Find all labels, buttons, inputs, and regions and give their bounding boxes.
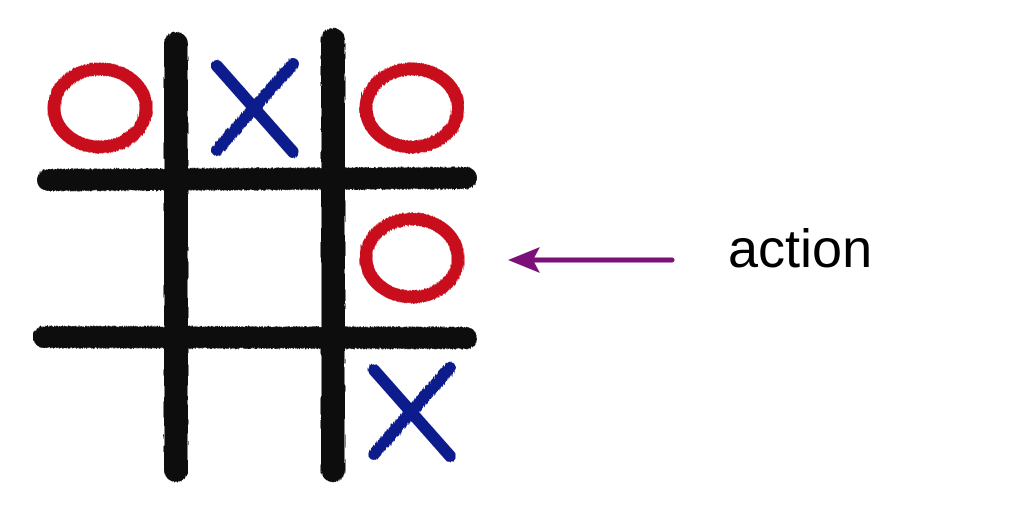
grid-line-horizontal-bottom (33, 326, 477, 349)
board-cell-2[interactable] (342, 38, 482, 178)
board-cell-7[interactable] (185, 342, 325, 482)
grid-line-horizontal-top (37, 167, 477, 191)
board-grid (33, 28, 477, 482)
board-cell-0[interactable] (30, 38, 170, 178)
arrow-left-icon (508, 247, 675, 273)
x-mark (368, 362, 456, 462)
board-cell-8[interactable] (342, 342, 482, 482)
board-cell-3[interactable] (30, 188, 170, 328)
board-cell-1[interactable] (185, 38, 325, 178)
o-mark (359, 62, 465, 154)
board-cell-5[interactable] (342, 188, 482, 328)
o-mark (47, 62, 153, 154)
board-cell-6[interactable] (30, 342, 170, 482)
o-mark (359, 212, 465, 304)
board-cell-4[interactable] (185, 188, 325, 328)
board-marks (30, 38, 482, 482)
x-mark (211, 58, 299, 158)
action-label: action (728, 219, 873, 279)
